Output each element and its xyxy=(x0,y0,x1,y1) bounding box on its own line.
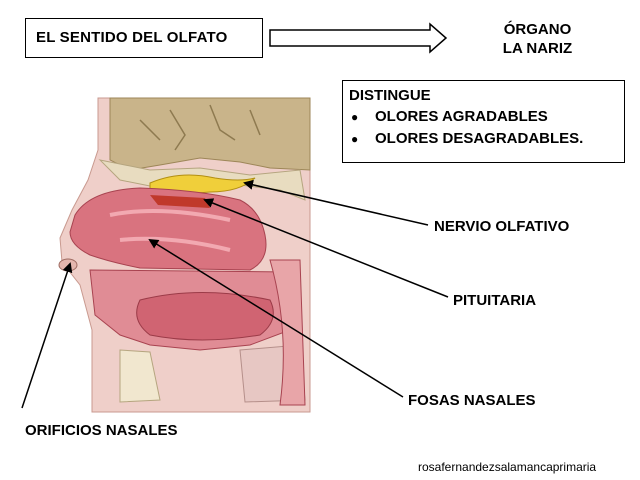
leader-fosas-nasales xyxy=(148,238,404,398)
brain-region xyxy=(109,97,311,171)
leader-pituitaria xyxy=(203,198,449,298)
nose-anatomy-illustration xyxy=(58,97,311,413)
credit-text: rosafernandezsalamancaprimaria xyxy=(418,460,597,474)
title-box: EL SENTIDO DEL OLFATO xyxy=(25,18,263,58)
label-fosas-nasales: FOSAS NASALES xyxy=(408,392,536,409)
list-item: ● OLORES DESAGRADABLES. xyxy=(351,128,583,150)
list-item-text: OLORES AGRADABLES xyxy=(375,108,548,125)
distingue-list: ● OLORES AGRADABLES ● OLORES DESAGRADABLES… xyxy=(351,106,583,150)
distingue-box: DISTINGUE ● OLORES AGRADABLES ● OLORES DES… xyxy=(342,80,625,163)
label-nervio-olfativo: NERVIO OLFATIVO xyxy=(434,218,570,235)
throat xyxy=(269,259,306,406)
tongue xyxy=(136,292,274,341)
organ-label: ÓRGANO LA NARIZ xyxy=(480,20,595,58)
page-title: EL SENTIDO DEL OLFATO xyxy=(36,29,228,46)
pituitary-mucosa xyxy=(150,195,210,208)
distingue-heading: DISTINGUE xyxy=(349,87,431,104)
organ-label-line1: ÓRGANO xyxy=(503,21,572,38)
leader-nervio-olfativo xyxy=(243,179,429,226)
bullet-icon: ● xyxy=(351,132,359,146)
label-pituitaria: PITUITARIA xyxy=(453,292,537,309)
bullet-icon: ● xyxy=(351,110,359,124)
leader-orificios-nasales xyxy=(21,262,73,409)
label-orificios-nasales: ORIFICIOS NASALES xyxy=(25,422,178,439)
list-item: ● OLORES AGRADABLES xyxy=(351,106,583,128)
list-item-text: OLORES DESAGRADABLES. xyxy=(375,130,584,147)
nasal-cavity xyxy=(69,187,267,271)
title-arrow xyxy=(269,22,448,54)
organ-label-line2: LA NARIZ xyxy=(502,40,573,57)
